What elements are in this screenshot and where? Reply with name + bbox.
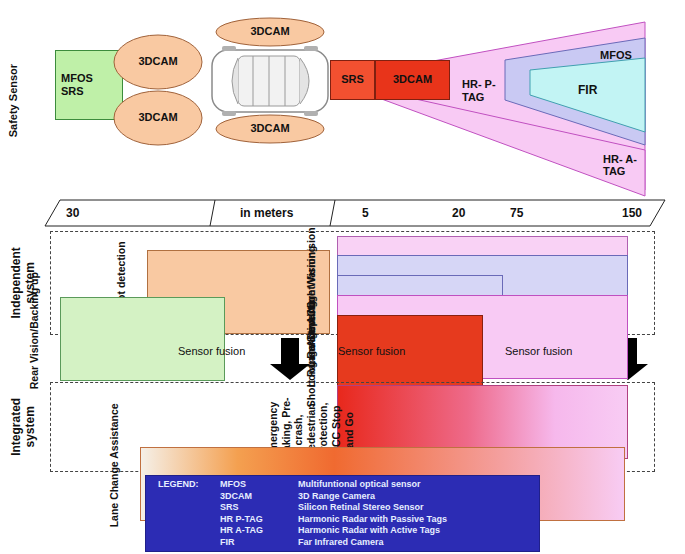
infrared-zone: FIR bbox=[530, 58, 645, 132]
node-text: MFOS bbox=[220, 480, 246, 490]
node-text: Far Infrared Camera bbox=[298, 538, 384, 548]
node-text: SRS bbox=[341, 73, 364, 86]
camera-ellipse: 3DCAM bbox=[113, 90, 203, 146]
node-text: MFOS bbox=[600, 50, 632, 61]
node-text: Harmonic Radar with Passive Tags bbox=[298, 515, 447, 525]
annotation-label: Sensor fusion bbox=[178, 345, 245, 358]
node-text: Multifuntional optical sensor bbox=[298, 480, 421, 490]
node-text: 20 bbox=[452, 207, 465, 219]
car-top-view bbox=[212, 46, 328, 116]
node-text: 75 bbox=[510, 207, 523, 219]
node-text: HR A-TAG bbox=[220, 526, 263, 536]
node-text: 3DCAM bbox=[138, 55, 177, 68]
node-text: HR- P-TAG bbox=[462, 78, 506, 103]
legend-panel: LEGEND: MFOS Multifuntional optical sensor… bbox=[145, 475, 540, 552]
node-text: 30 bbox=[66, 207, 79, 219]
zone-outline bbox=[45, 200, 665, 226]
node-text: Short Range Sensing bbox=[305, 327, 318, 407]
distance-scale: 30 in meters 5 20 75 150 bbox=[45, 200, 665, 226]
node-text: HR- A-TAG bbox=[603, 153, 643, 177]
node-text: SRS bbox=[220, 503, 239, 513]
scale-dividers bbox=[210, 200, 335, 226]
function-bar: Rear Vision/Backing up bbox=[60, 297, 225, 381]
node-text: 3DCAM bbox=[250, 122, 289, 135]
system-group: Integrated systemEmergency Braking, Pre-… bbox=[50, 382, 655, 472]
node-text: 3D Range Camera bbox=[298, 492, 375, 502]
ellipse-outline bbox=[216, 18, 324, 46]
node-text: Integrated system bbox=[10, 392, 38, 462]
node-text: 3DCAM bbox=[250, 25, 289, 38]
ellipse-outline bbox=[216, 115, 324, 143]
node-text: 3DCAM bbox=[393, 73, 432, 86]
zone-outline bbox=[530, 58, 645, 132]
ellipse-outline bbox=[114, 91, 202, 145]
sensor-box: 3DCAM bbox=[375, 60, 450, 100]
fusion-arrow bbox=[270, 338, 310, 380]
node-text: 3DCAM bbox=[138, 111, 177, 124]
node-text: Harmonic Radar with Active Tags bbox=[298, 526, 440, 536]
node-text: 150 bbox=[622, 207, 642, 219]
annotation-label: Sensor fusion bbox=[505, 345, 572, 358]
node-text: 5 bbox=[362, 207, 369, 219]
annotation-label: Safety Sensor bbox=[7, 45, 20, 155]
node-text: Silicon Retinal Stereo Sensor bbox=[298, 503, 424, 513]
system-group: Independent systemPassive night visionBl… bbox=[50, 231, 655, 335]
node-text: FIR bbox=[220, 538, 235, 548]
annotation-label: Sensor fusion bbox=[338, 345, 405, 358]
node-text: Lane Change Assistance bbox=[108, 457, 121, 527]
node-text: 3DCAM bbox=[220, 492, 252, 502]
camera-ellipse: 3DCAM bbox=[215, 17, 325, 47]
ellipse-outline bbox=[114, 35, 202, 89]
distance-scale-outline bbox=[45, 200, 665, 226]
zone-outline bbox=[330, 80, 645, 196]
camera-ellipse: 3DCAM bbox=[113, 34, 203, 90]
node-text: MFOS SRS bbox=[61, 72, 105, 98]
node-text: FIR bbox=[578, 84, 597, 96]
node-text: LEGEND: bbox=[158, 480, 199, 490]
camera-ellipse: 3DCAM bbox=[215, 114, 325, 144]
node-text: Rear Vision/Backing up bbox=[28, 309, 41, 389]
sensor-box: SRS bbox=[330, 60, 375, 100]
node-text: HR P-TAG bbox=[220, 515, 263, 525]
node-text: in meters bbox=[240, 207, 293, 219]
sensor-box: MFOS SRS bbox=[55, 50, 123, 120]
